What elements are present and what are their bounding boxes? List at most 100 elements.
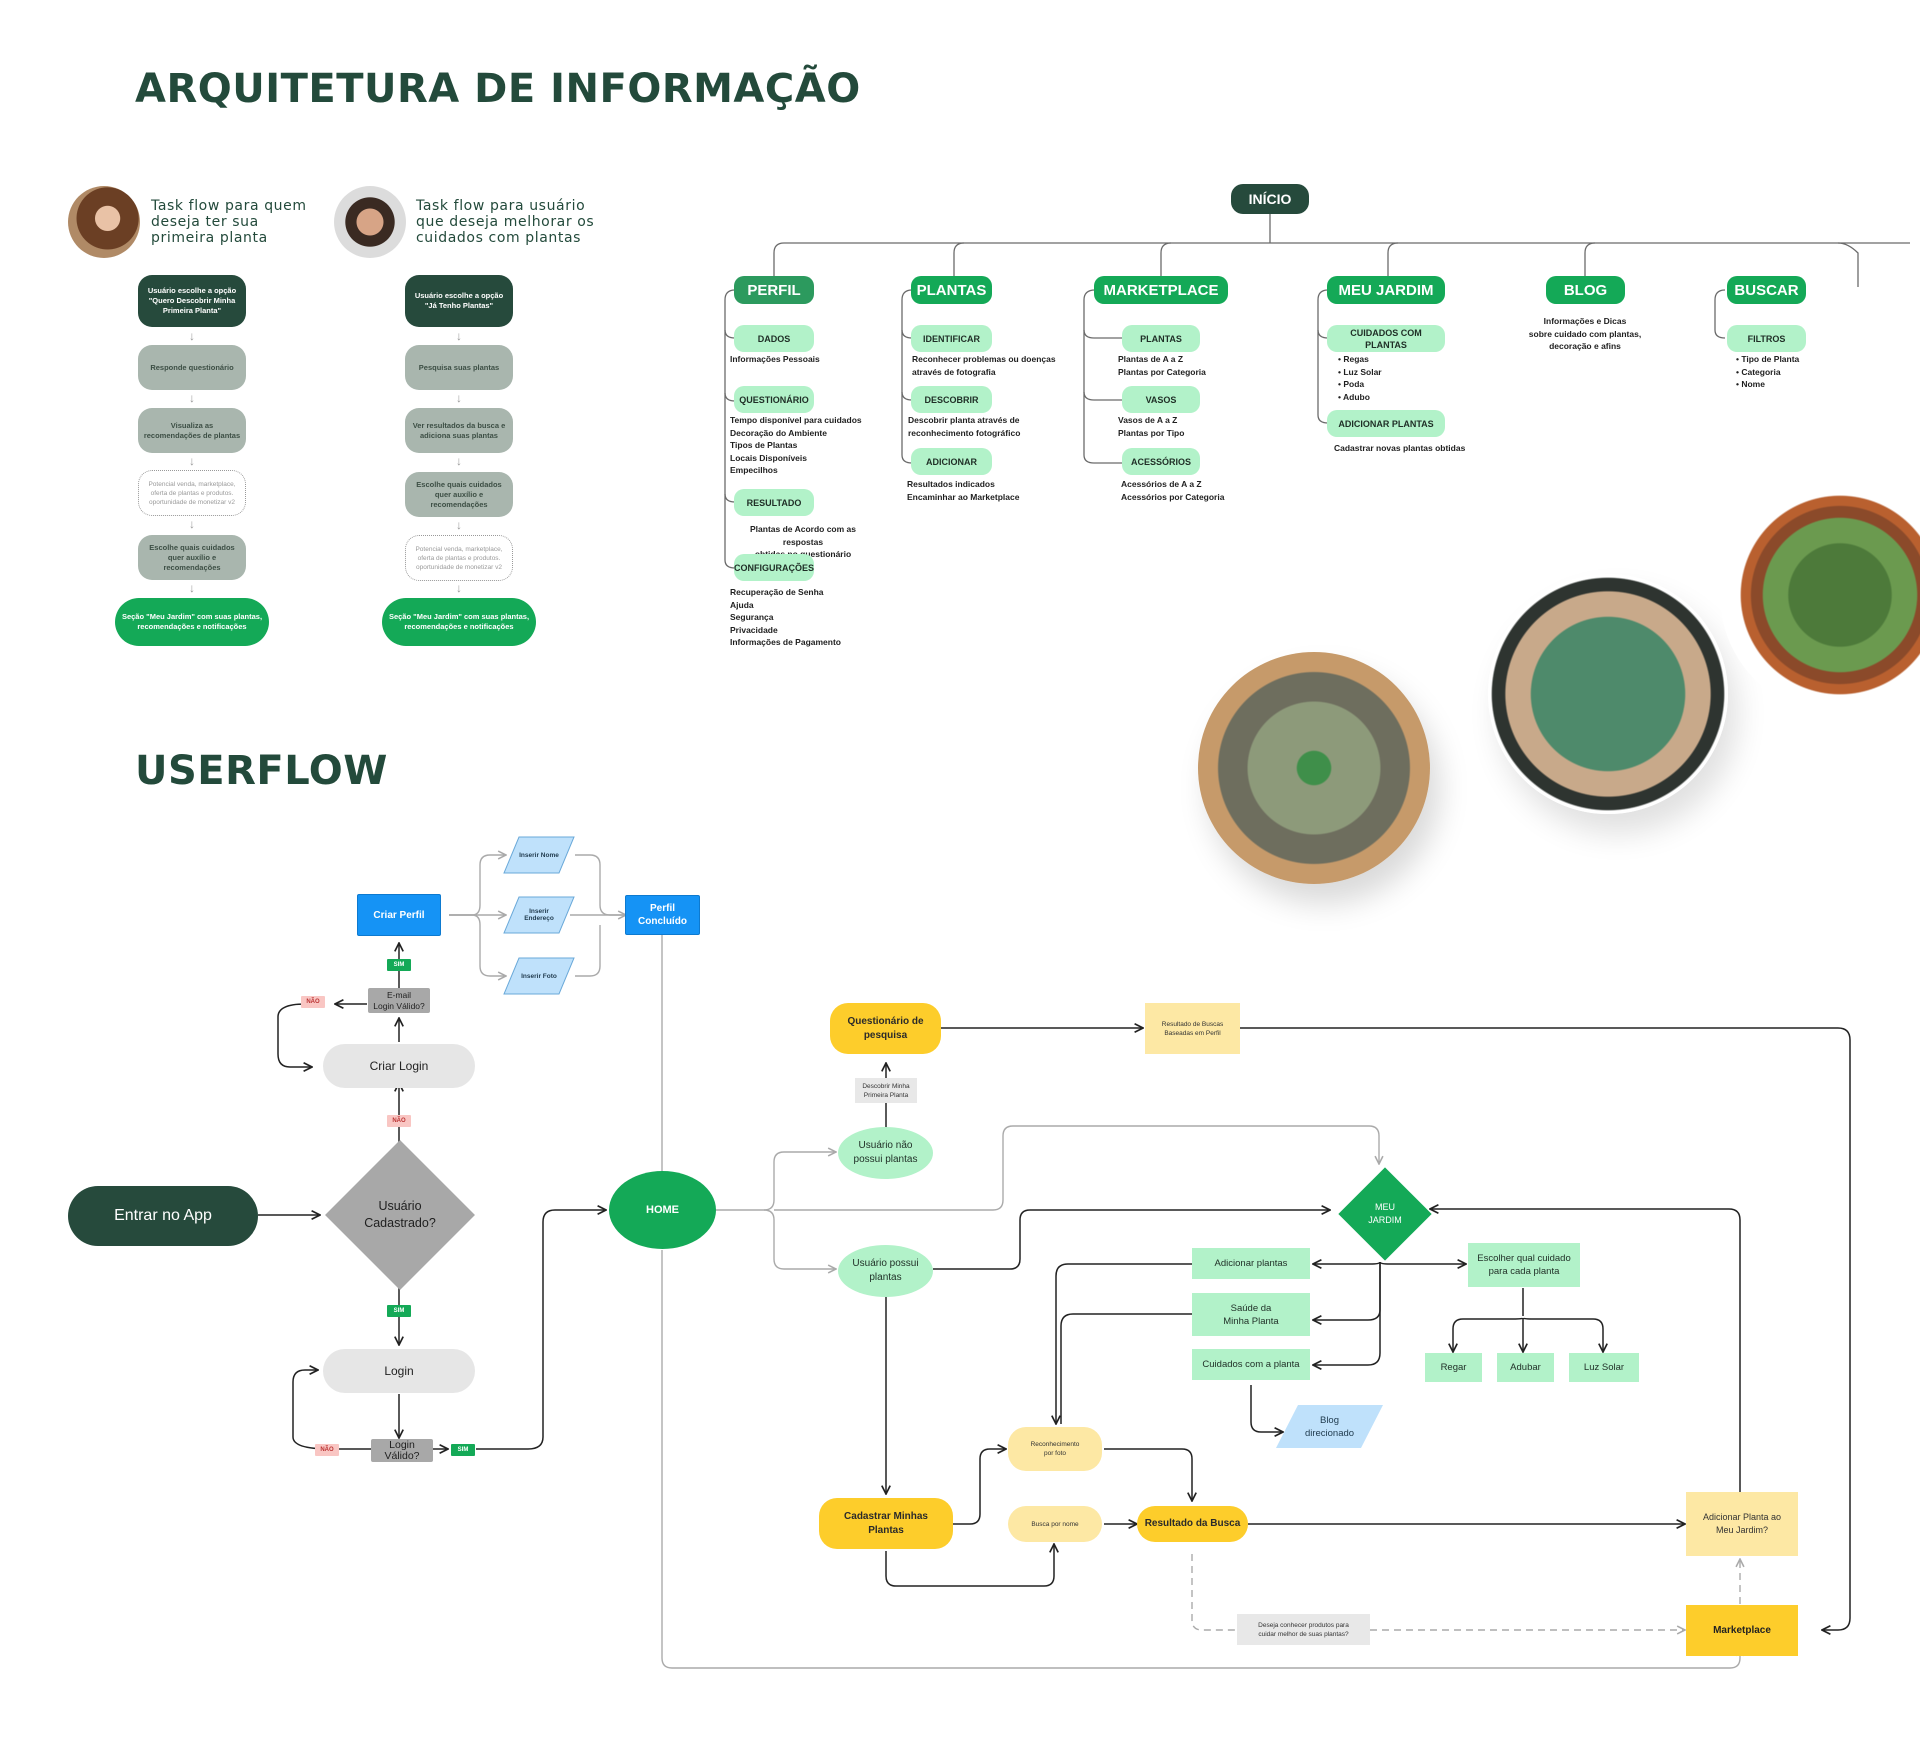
arrow-down-icon: ↓ xyxy=(189,581,195,595)
ia-desc-adicionar-plantas: Cadastrar novas plantas obtidas xyxy=(1334,443,1466,453)
ia-sub-resultado[interactable]: RESULTADO xyxy=(734,489,814,516)
ia-sub-questionario[interactable]: QUESTIONÁRIO xyxy=(734,386,814,413)
login-valido-node[interactable]: Login Válido? xyxy=(371,1439,433,1462)
ia-desc-dados: Informações Pessoais xyxy=(730,354,820,364)
ia-sub-configuracoes[interactable]: CONFIGURAÇÕES xyxy=(734,554,814,581)
usuario-nao-possui-plantas-node[interactable]: Usuário não possui plantas xyxy=(838,1127,933,1179)
reconhecimento-por-foto-node[interactable]: Reconhecimento por foto xyxy=(1008,1427,1102,1471)
ia-sub-cuidados[interactable]: CUIDADOS COM PLANTAS xyxy=(1327,325,1445,352)
arrow-down-icon: ↓ xyxy=(456,454,462,468)
taskflow-2-end: Seção "Meu Jardim" com suas plantas, rec… xyxy=(382,598,536,646)
parallelogram-shape xyxy=(503,836,575,874)
criar-perfil-node[interactable]: Criar Perfil xyxy=(357,894,441,936)
arrow-down-icon: ↓ xyxy=(456,329,462,343)
ia-section-title: ARQUITETURA DE INFORMAÇÃO xyxy=(135,66,861,112)
taskflow-1-step-2: Visualiza as recomendações de plantas xyxy=(138,408,246,453)
cuidados-com-planta-node[interactable]: Cuidados com a planta xyxy=(1192,1349,1310,1380)
inserir-nome-node[interactable]: Inserir Nome xyxy=(503,836,575,874)
ia-desc-questionario: Tempo disponível para cuidados Decoração… xyxy=(730,415,862,475)
busca-por-nome-node[interactable]: Busca por nome xyxy=(1008,1506,1102,1542)
tag-nao: NÃO xyxy=(315,1444,339,1456)
taskflow-2-step-1: Pesquisa suas plantas xyxy=(405,345,513,390)
parallelogram-shape xyxy=(503,957,575,995)
ia-sub-adicionar[interactable]: ADICIONAR xyxy=(911,448,992,475)
ia-desc-mkt-plantas: Plantas de A a Z Plantas por Categoria xyxy=(1118,354,1206,377)
persona-2-text: Task flow para usuário que deseja melhor… xyxy=(416,198,595,246)
arrow-down-icon: ↓ xyxy=(189,454,195,468)
tag-sim: SIM xyxy=(387,959,411,971)
rosemary-photo xyxy=(1720,475,1920,715)
cactus-photo xyxy=(1488,574,1728,814)
usuario-cadastrado-label: Usuário Cadastrado? xyxy=(364,1199,436,1230)
ia-desc-descobrir: Descobrir planta através de reconhecimen… xyxy=(908,415,1021,438)
man-avatar xyxy=(334,186,406,258)
login-node[interactable]: Login xyxy=(323,1349,475,1393)
persona-1-text: Task flow para quem deseja ter sua prime… xyxy=(151,198,307,246)
taskflow-2-start: Usuário escolhe a opção "Já Tenho Planta… xyxy=(405,275,513,327)
ia-category-blog[interactable]: BLOG xyxy=(1546,276,1625,304)
parallelogram-shape xyxy=(1276,1405,1383,1448)
ia-desc-blog: Informações e Dicas sobre cuidado com pl… xyxy=(1528,316,1642,351)
ia-desc-acessorios: Acessórios de A a Z Acessórios por Categ… xyxy=(1121,479,1225,502)
ia-desc-filtros: Tipo de Planta Categoria Nome xyxy=(1736,353,1799,391)
woman-avatar xyxy=(68,186,140,258)
tag-nao: NÃO xyxy=(387,1115,411,1127)
taskflow-1-step-3: Potencial venda, marketplace, oferta de … xyxy=(138,470,246,516)
ia-sub-descobrir[interactable]: DESCOBRIR xyxy=(911,386,992,413)
arrow-down-icon: ↓ xyxy=(456,581,462,595)
criar-login-node[interactable]: Criar Login xyxy=(323,1044,475,1088)
marketplace-node[interactable]: Marketplace xyxy=(1686,1605,1798,1656)
resultado-buscas-perfil-node[interactable]: Resultado de Buscas Baseadas em Perfil xyxy=(1145,1003,1240,1054)
regar-node[interactable]: Regar xyxy=(1425,1353,1482,1382)
meu-jardim-label: MEU JARDIM xyxy=(1368,1202,1402,1225)
userflow-section-title: USERFLOW xyxy=(135,748,388,794)
adicionar-meu-jardim-node[interactable]: Adicionar Planta ao Meu Jardim? xyxy=(1686,1492,1798,1556)
arrow-down-icon: ↓ xyxy=(456,518,462,532)
usuario-possui-plantas-node[interactable]: Usuário possui plantas xyxy=(838,1245,933,1297)
parallelogram-shape xyxy=(503,896,575,934)
ia-desc-identificar: Reconhecer problemas ou doenças através … xyxy=(912,354,1056,377)
ia-root-inicio[interactable]: INÍCIO xyxy=(1231,184,1309,214)
ia-sub-identificar[interactable]: IDENTIFICAR xyxy=(911,325,992,352)
adubar-node[interactable]: Adubar xyxy=(1497,1353,1554,1382)
ia-desc-vasos: Vasos de A a Z Plantas por Tipo xyxy=(1118,415,1185,438)
perfil-concluido-node[interactable]: Perfil Concluído xyxy=(625,895,700,935)
inserir-foto-node[interactable]: Inserir Foto xyxy=(503,957,575,995)
ia-category-marketplace[interactable]: MARKETPLACE xyxy=(1094,276,1228,304)
taskflow-1-start: Usuário escolhe a opção "Quero Descobrir… xyxy=(138,275,246,327)
ia-category-buscar[interactable]: BUSCAR xyxy=(1727,276,1806,304)
ia-category-meu-jardim[interactable]: MEU JARDIM xyxy=(1327,276,1445,304)
entrar-no-app-node[interactable]: Entrar no App xyxy=(68,1186,258,1246)
escolher-cuidado-node[interactable]: Escolher qual cuidado para cada planta xyxy=(1468,1243,1580,1287)
ia-category-plantas[interactable]: PLANTAS xyxy=(911,276,992,304)
taskflow-2-step-3: Escolhe quais cuidados quer auxílio e re… xyxy=(405,472,513,517)
tag-sim: SIM xyxy=(451,1444,475,1456)
cadastrar-minhas-plantas-node[interactable]: Cadastrar Minhas Plantas xyxy=(819,1498,953,1549)
tag-nao: NÃO xyxy=(301,996,325,1008)
resultado-da-busca-node[interactable]: Resultado da Busca xyxy=(1137,1506,1248,1542)
ia-desc-cuidados: Regas Luz Solar Poda Adubo xyxy=(1338,353,1382,403)
saude-minha-planta-node[interactable]: Saúde da Minha Planta xyxy=(1192,1293,1310,1336)
ia-sub-adicionar-plantas[interactable]: ADICIONAR PLANTAS xyxy=(1327,410,1445,437)
ia-category-perfil[interactable]: PERFIL xyxy=(734,276,814,304)
taskflow-2-step-4: Potencial venda, marketplace, oferta de … xyxy=(405,535,513,581)
email-login-valido-node[interactable]: E-mail Login Válido? xyxy=(368,988,430,1013)
blog-direcionado-node[interactable]: Blog direcionado xyxy=(1276,1405,1383,1448)
arrow-down-icon: ↓ xyxy=(189,517,195,531)
descobrir-primeira-planta-label: Descobrir Minha Primeira Planta xyxy=(855,1078,917,1103)
arrow-down-icon: ↓ xyxy=(456,391,462,405)
luz-solar-node[interactable]: Luz Solar xyxy=(1569,1353,1639,1382)
adicionar-plantas-node[interactable]: Adicionar plantas xyxy=(1192,1248,1310,1279)
ia-sub-filtros[interactable]: FILTROS xyxy=(1727,325,1806,352)
home-node[interactable]: HOME xyxy=(609,1171,716,1249)
taskflow-1-end: Seção "Meu Jardim" com suas plantas, rec… xyxy=(115,598,269,646)
ia-sub-dados[interactable]: DADOS xyxy=(734,325,814,352)
ia-sub-acessorios[interactable]: ACESSÓRIOS xyxy=(1122,448,1200,475)
ia-sub-mkt-plantas[interactable]: PLANTAS xyxy=(1122,325,1200,352)
inserir-endereco-node[interactable]: Inserir Endereço xyxy=(503,896,575,934)
questionario-node[interactable]: Questionário de pesquisa xyxy=(830,1003,941,1054)
ia-sub-vasos[interactable]: VASOS xyxy=(1122,386,1200,413)
taskflow-1-step-4: Escolhe quais cuidados quer auxílio e re… xyxy=(138,535,246,580)
ia-desc-adicionar: Resultados indicados Encaminhar ao Marke… xyxy=(907,479,1020,502)
